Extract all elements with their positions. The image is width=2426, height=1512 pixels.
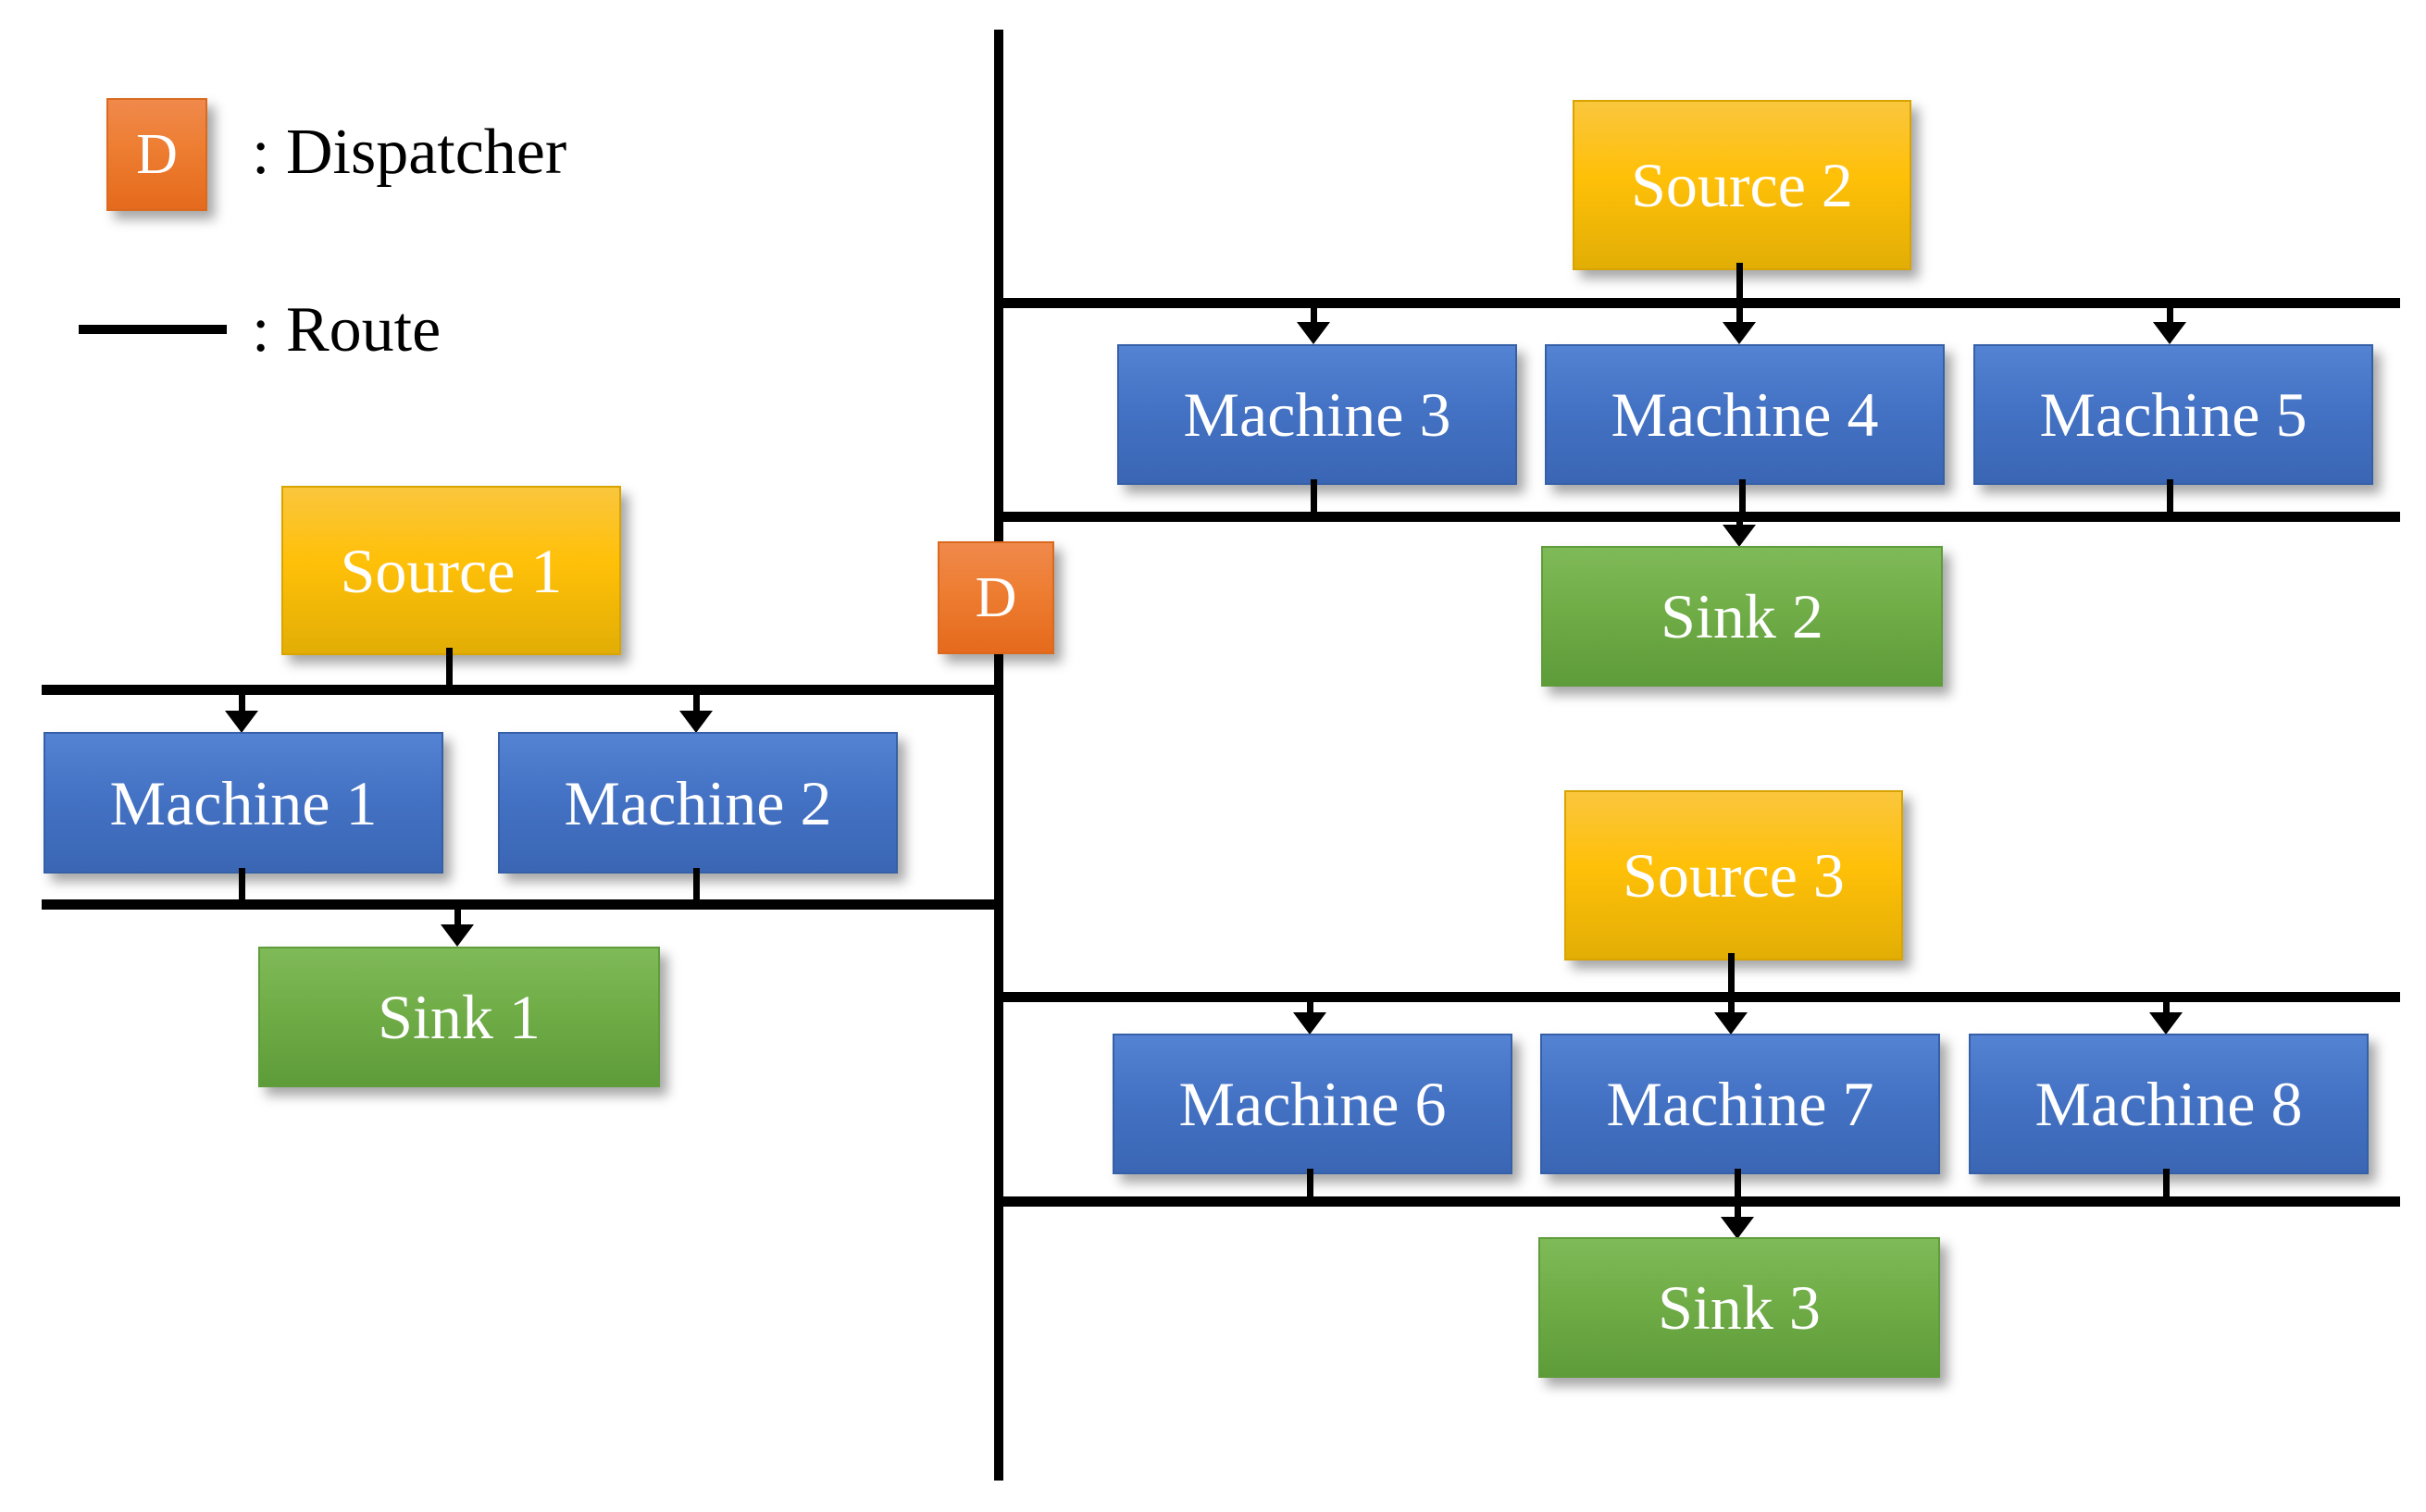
sink-2-box: Sink 2: [1541, 546, 1943, 687]
machine-2-box: Machine 2: [498, 732, 898, 874]
legend-dispatcher-swatch: D: [106, 98, 207, 211]
connector-machine3-out: [1311, 479, 1317, 514]
down-arrowhead-sink2: [1723, 525, 1756, 547]
down-arrowhead-machine2: [679, 711, 713, 733]
source-1-box: Source 1: [281, 486, 621, 655]
down-arrowhead-machine5: [2153, 322, 2186, 344]
connector-machine7-in: [1728, 1001, 1735, 1016]
machine-1-box: Machine 1: [44, 732, 443, 874]
connector-machine7-out: [1735, 1169, 1741, 1198]
machine-5-box: Machine 5: [1973, 344, 2373, 485]
connector-source3: [1728, 953, 1735, 994]
down-arrowhead-sink1: [441, 924, 474, 947]
legend-route-label: : Route: [252, 294, 442, 366]
connector-machine2-in: [693, 694, 700, 713]
route-line-cell2-upper: [994, 298, 2400, 308]
legend-dispatcher-label: : Dispatcher: [252, 117, 567, 188]
machine-8-box: Machine 8: [1969, 1034, 2369, 1174]
connector-machine8-out: [2163, 1169, 2170, 1198]
connector-source1: [446, 648, 453, 685]
route-line-cell3-lower: [994, 1196, 2400, 1207]
down-arrowhead-sink3: [1721, 1217, 1754, 1239]
down-arrowhead-machine1: [225, 711, 258, 733]
route-line-cell1-upper: [42, 685, 1003, 695]
sink-3-box: Sink 3: [1538, 1237, 1940, 1378]
route-line-vertical: [994, 30, 1003, 1481]
machine-3-box: Machine 3: [1117, 344, 1517, 485]
connector-machine5-in: [2167, 307, 2173, 324]
route-line-cell2-lower: [994, 512, 2400, 522]
source-2-box: Source 2: [1573, 100, 1911, 270]
down-arrowhead-machine4: [1723, 322, 1756, 344]
machine-4-box: Machine 4: [1545, 344, 1945, 485]
down-arrowhead-machine3: [1297, 322, 1330, 344]
connector-sink1-in: [454, 909, 461, 926]
connector-machine3-in: [1311, 307, 1317, 324]
dispatcher-box: D: [938, 541, 1054, 654]
connector-source2: [1736, 263, 1743, 300]
legend-route-line: [79, 325, 227, 334]
connector-machine4-out: [1739, 479, 1746, 514]
connector-machine6-out: [1307, 1169, 1313, 1198]
down-arrowhead-machine6: [1293, 1012, 1326, 1035]
connector-sink3-in: [1735, 1206, 1741, 1219]
down-arrowhead-machine8: [2149, 1012, 2183, 1035]
source-3-box: Source 3: [1564, 790, 1903, 960]
route-line-cell3-upper: [994, 992, 2400, 1002]
connector-sink2-in: [1736, 521, 1743, 527]
down-arrowhead-machine7: [1714, 1012, 1748, 1035]
sink-1-box: Sink 1: [258, 947, 660, 1087]
connector-machine2-out: [693, 868, 700, 901]
connector-machine8-in: [2163, 1001, 2170, 1016]
connector-machine6-in: [1307, 1001, 1313, 1016]
connector-machine1-in: [239, 694, 245, 713]
connector-machine1-out: [239, 868, 245, 901]
connector-machine4-in: [1736, 307, 1743, 324]
machine-6-box: Machine 6: [1113, 1034, 1512, 1174]
legend-dispatcher-symbol: D: [136, 123, 178, 186]
connector-machine5-out: [2167, 479, 2173, 514]
dispatcher-symbol: D: [975, 566, 1017, 629]
route-line-cell1-lower: [42, 899, 1003, 910]
machine-7-box: Machine 7: [1540, 1034, 1940, 1174]
